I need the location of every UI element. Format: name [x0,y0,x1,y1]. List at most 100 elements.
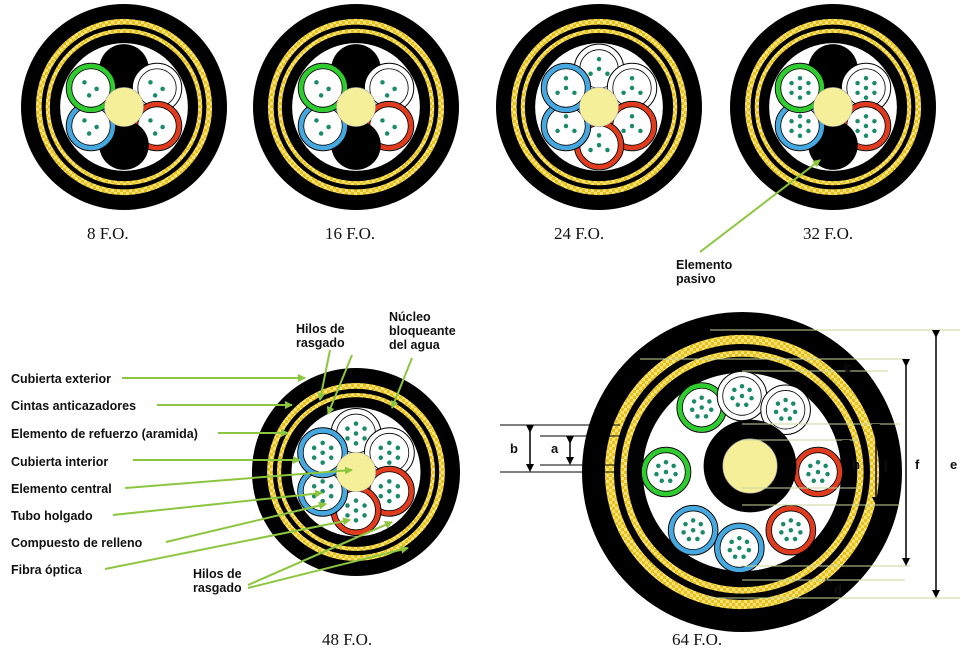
tape-outline [743,17,923,197]
optical-fiber [384,93,390,98]
optical-fiber [703,414,709,419]
optical-fiber [318,93,324,98]
optical-fiber [746,547,752,553]
optical-fiber [872,128,877,134]
optical-fiber [160,86,165,92]
optical-fiber [320,440,325,446]
optical-fiber [690,518,696,523]
optical-fiber [555,90,560,96]
optical-fiber [797,123,803,129]
central-element [813,87,853,127]
optical-fiber [311,455,317,460]
optical-fiber [392,124,397,130]
optical-fiber [605,71,610,77]
central-element [336,87,376,127]
loose-tube-outline [774,62,826,114]
cable-32fo [730,4,936,210]
optical-fiber [320,450,325,456]
optical-fiber [739,393,745,399]
optical-fiber [345,503,350,508]
label-inner-jacket: Cubierta interior [11,455,109,469]
optical-fiber [689,407,695,412]
optical-fiber [86,131,92,136]
optical-fiber [387,450,392,456]
optical-fiber [690,527,696,533]
passive-element-line2: pasivo [676,272,716,286]
optical-fiber [698,521,704,527]
optical-fiber [779,530,784,535]
optical-fiber [796,521,801,527]
optical-fiber [797,95,803,100]
optical-fiber [345,513,350,518]
loose-tube [761,385,810,435]
optical-fiber [588,71,593,77]
optical-fiber [863,123,869,129]
loose-tube-outline [667,504,719,556]
leader-loose-tube [112,489,323,516]
central-element [579,87,619,127]
label-anti-rodent-tapes: Cintas anticazadores [11,399,137,413]
optical-fiber [789,90,794,96]
loose-tube [541,63,591,113]
optical-fiber [681,530,686,535]
loose-tube-inner-outline [71,68,111,108]
leader-filling-compound [165,501,327,543]
leader-ripcord-bottom-1 [247,521,393,586]
optical-fiber [345,436,350,441]
loose-tube [668,505,718,555]
optical-fiber [789,128,794,134]
tape-outline [266,17,446,197]
loose-tube-inner-outline [780,68,820,108]
optical-fiber [787,416,793,421]
tape-outline [34,17,214,197]
optical-fiber [152,131,158,136]
optical-fiber [855,90,860,96]
leader-ripcord-top-2 [326,354,353,415]
optical-fiber [792,409,798,415]
optical-fiber [739,383,745,389]
loose-tube [715,523,764,573]
optical-fiber [353,421,359,426]
optical-fiber [789,118,794,124]
optical-fiber [314,118,319,123]
central-element [335,451,377,493]
optical-fiber [362,503,367,508]
optical-fiber [563,123,569,129]
optical-fiber [311,484,317,489]
optical-fiber [654,471,659,477]
optical-fiber [380,118,385,123]
loose-tube [641,447,691,497]
loose-tube [66,63,116,113]
optical-fiber [378,493,384,499]
optical-fiber [737,545,742,551]
optical-fiber [815,469,821,475]
optical-fiber [328,493,334,499]
optical-fiber [596,66,602,72]
optical-fiber [314,80,319,85]
optical-fiber [806,118,811,124]
optical-fiber [395,445,401,451]
optical-fiber [695,536,700,542]
optical-fiber [673,471,678,477]
optical-fiber [732,554,738,560]
dim-label-a: a [551,441,559,456]
label-ripcords-bottom: Hilos de rasgado [193,567,242,595]
optical-fiber [735,402,741,408]
optical-fiber [863,75,869,81]
optical-fiber [328,455,334,460]
cable-64fo [582,312,902,632]
optical-fiber [784,536,789,542]
optical-fiber [863,95,869,100]
optical-fiber [783,407,788,413]
optical-fiber [855,80,860,86]
optical-fiber [744,539,750,545]
loose-tube-inner-outline [546,68,586,108]
optical-fiber [395,455,401,460]
loose-tube-inner-outline [765,390,806,430]
optical-fiber [730,395,735,401]
optical-fiber [699,405,704,410]
optical-fiber [798,530,803,535]
optical-fiber [819,478,825,484]
optical-fiber [629,85,635,91]
optical-fiber [378,445,384,451]
